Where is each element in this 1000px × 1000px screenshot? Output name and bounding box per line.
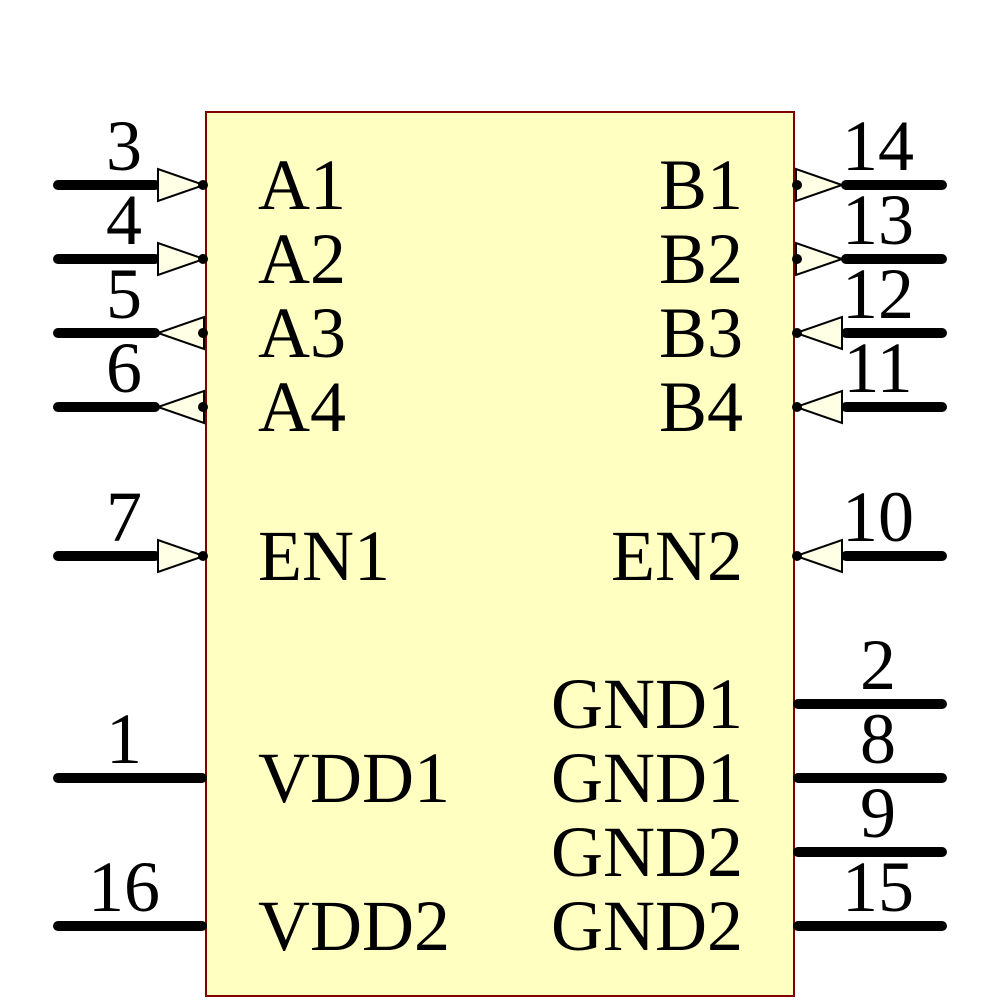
pin-connection-dot [198,180,208,190]
pin-label: A4 [258,367,346,447]
pin-wire [53,773,207,783]
pin-connection-dot [198,402,208,412]
pin-wire [841,254,947,264]
pin-label: GND2 [551,886,743,966]
pin-number: 15 [842,847,914,927]
pin-connection-dot [198,328,208,338]
pin-wire [793,699,947,709]
pin-wire [841,328,947,338]
pin-wire [841,402,947,412]
pin-number: 10 [842,477,914,557]
pin-number: 7 [106,477,142,557]
pin-wire [53,180,160,190]
pin-number: 13 [842,180,914,260]
pin-label: EN2 [611,516,743,596]
pin-label: B1 [658,145,743,225]
pin-label: EN1 [258,516,390,596]
pin-label: GND1 [551,664,743,744]
pin-label: A3 [258,293,346,373]
pin-wire [53,254,160,264]
pin-wire [53,551,160,561]
pin-label: A2 [258,219,346,299]
pin-wire [841,180,947,190]
pin-connection-dot [792,180,802,190]
pin-number: 11 [843,328,913,408]
pin-label: GND2 [551,812,743,892]
pin-label: B2 [658,219,743,299]
pin-number: 16 [88,847,160,927]
pin-number: 8 [860,699,896,779]
pin-number: 1 [106,699,142,779]
chip-body[interactable] [205,111,795,997]
pin-number: 12 [842,254,914,334]
input-arrow-icon [792,538,843,574]
pin-label: GND1 [551,738,743,818]
pin-connection-dot [198,254,208,264]
pin-connection-dot [792,328,802,338]
pin-wire [53,921,207,931]
pin-number: 5 [106,254,142,334]
pin-connection-dot [792,551,802,561]
input-arrow-icon [792,315,843,351]
pin-number: 6 [106,328,142,408]
pin-number: 14 [842,106,914,186]
pin-label: B4 [658,367,743,447]
pin-wire [841,551,947,561]
pin-number: 3 [106,106,142,186]
pin-wire [793,847,947,857]
input-arrow-icon [792,389,843,425]
pin-connection-dot [792,254,802,264]
pin-connection-dot [792,402,802,412]
pin-number: 9 [860,773,896,853]
pin-wire [793,921,947,931]
input-arrow-icon [157,167,208,203]
pin-label: B3 [658,293,743,373]
pin-label: VDD1 [258,738,450,818]
pin-number: 2 [860,625,896,705]
pin-label: VDD2 [258,886,450,966]
pin-number: 4 [106,180,142,260]
pin-connection-dot [198,551,208,561]
input-arrow-icon [157,241,208,277]
pin-label: A1 [258,145,346,225]
input-arrow-icon [157,538,208,574]
pin-wire [53,328,160,338]
pin-wire [793,773,947,783]
pin-wire [53,402,160,412]
